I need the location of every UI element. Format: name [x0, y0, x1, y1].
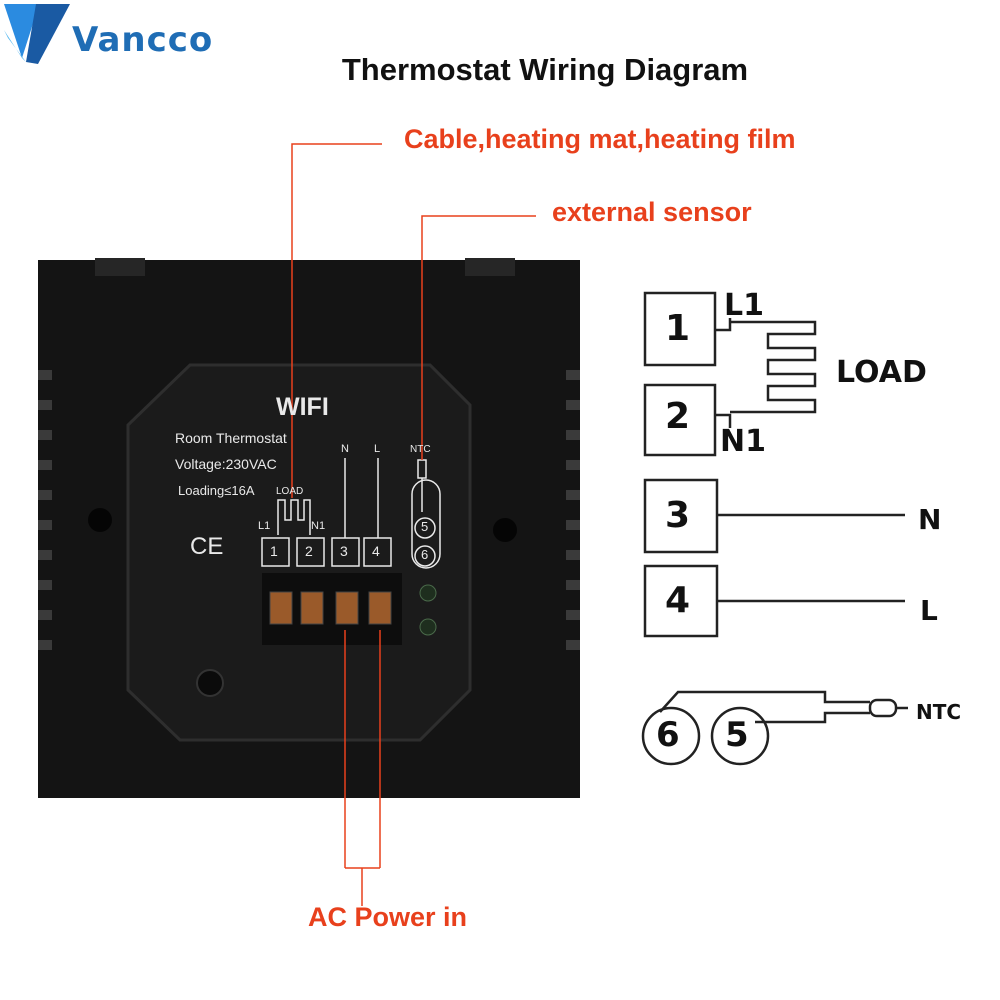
callout-sensor: external sensor — [552, 197, 752, 227]
device-ce-mark: CE — [190, 533, 224, 560]
schematic-l-label: L — [920, 594, 938, 627]
schematic-load-label: LOAD — [836, 355, 927, 390]
device-wifi-label: WIFI — [276, 393, 329, 421]
device-terminal-3: 3 — [340, 543, 348, 559]
device-ntc-label: NTC — [410, 444, 431, 455]
device-terminal-1: 1 — [270, 543, 278, 559]
device-loading-label: Loading≤16A — [178, 483, 255, 498]
device-l-label: L — [374, 443, 381, 455]
device-sensor-pin-5: 5 — [421, 519, 429, 534]
schematic-l1-label: L1 — [724, 288, 764, 323]
schematic-terminal-2: 2 — [665, 396, 691, 437]
device-terminal-4: 4 — [372, 543, 380, 559]
brand-logo-icon — [4, 4, 70, 64]
device-load-label: LOAD — [276, 486, 304, 497]
schematic-terminal-1: 1 — [665, 308, 691, 349]
callout-power: AC Power in — [308, 902, 468, 932]
brand-name: Vancco — [72, 20, 214, 60]
schematic-n-label: N — [918, 503, 942, 536]
device-model-label: Room Thermostat — [175, 430, 287, 446]
page-title: Thermostat Wiring Diagram — [341, 52, 749, 87]
device-n1-label: N1 — [311, 520, 326, 532]
device-l1-label: L1 — [258, 520, 271, 532]
callout-lines — [291, 143, 536, 906]
schematic-terminal-3: 3 — [665, 495, 691, 536]
schematic-n1-label: N1 — [720, 424, 766, 459]
device-voltage-label: Voltage:230VAC — [175, 456, 277, 472]
device-terminal-2: 2 — [305, 543, 313, 559]
schematic-terminal-4: 4 — [665, 580, 691, 621]
device-sensor-pin-6: 6 — [421, 547, 429, 562]
schematic-ntc-label: NTC — [916, 700, 962, 724]
callout-load: Cable,heating mat,heating film — [404, 124, 796, 154]
schematic-pin-5: 5 — [725, 715, 749, 755]
device-n-label: N — [341, 443, 349, 455]
schematic-pin-6: 6 — [656, 715, 680, 755]
